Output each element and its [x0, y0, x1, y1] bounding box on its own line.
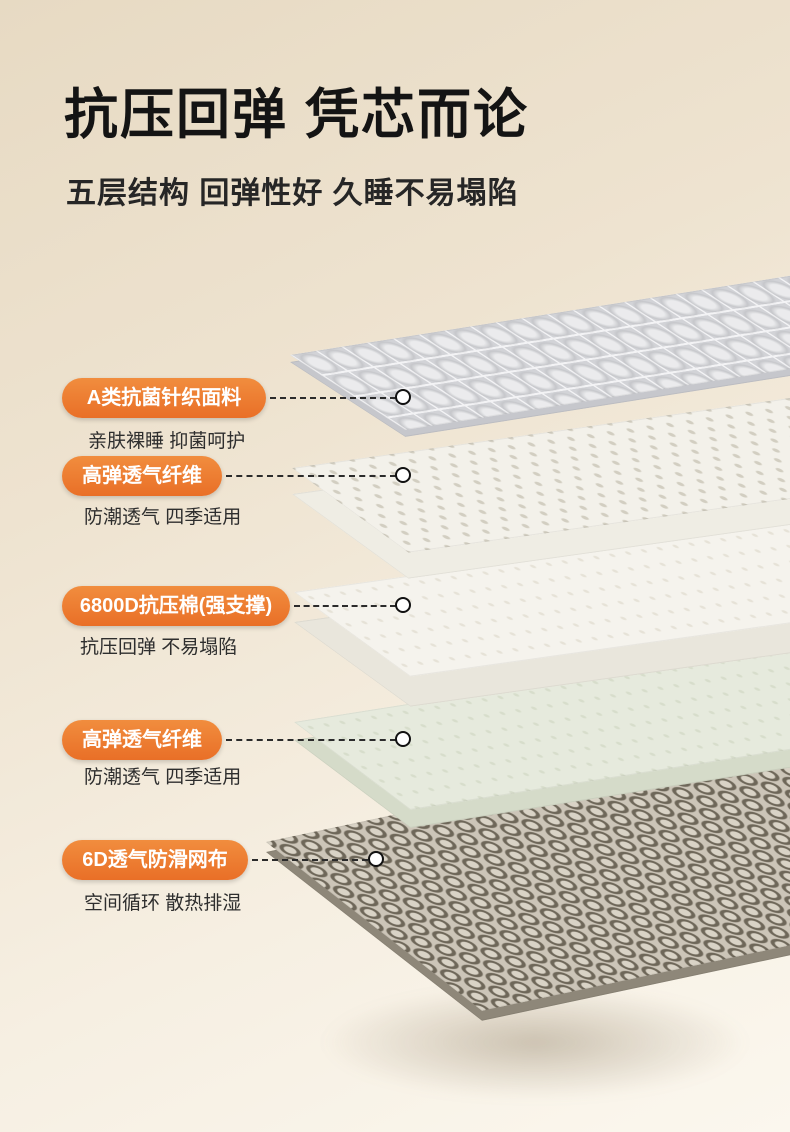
layer-5-description: 空间循环 散热排湿 [84, 893, 242, 914]
layer-1-connector-dot [395, 389, 411, 405]
layer-1-label-badge: A类抗菌针织面料 [62, 378, 266, 418]
layer-3-connector-dot [395, 597, 411, 613]
layer-4-label-badge: 高弹透气纤维 [62, 720, 222, 760]
layer-3-label-badge: 6800D抗压棉(强支撑) [62, 586, 290, 626]
layer-1-description: 亲肤裸睡 抑菌呵护 [88, 431, 246, 452]
layer-5-connector-dot [368, 851, 384, 867]
layer-2-label-badge: 高弹透气纤维 [62, 456, 222, 496]
layer-4-connector-line [226, 739, 396, 741]
layer-5-connector-line [252, 859, 368, 861]
layer-3-connector-line [294, 605, 396, 607]
layer-3-description: 抗压回弹 不易塌陷 [80, 637, 238, 658]
page-title: 抗压回弹 凭芯而论 [64, 85, 530, 145]
layer-5-label-badge: 6D透气防滑网布 [62, 840, 248, 880]
layer-1-connector-line [270, 397, 396, 399]
layer-2-description: 防潮透气 四季适用 [84, 507, 242, 528]
layer-2-connector-line [226, 475, 396, 477]
layer-2-connector-dot [395, 467, 411, 483]
layer-4-connector-dot [395, 731, 411, 747]
layer-4-description: 防潮透气 四季适用 [84, 767, 242, 788]
page-subtitle: 五层结构 回弹性好 久睡不易塌陷 [66, 177, 519, 210]
